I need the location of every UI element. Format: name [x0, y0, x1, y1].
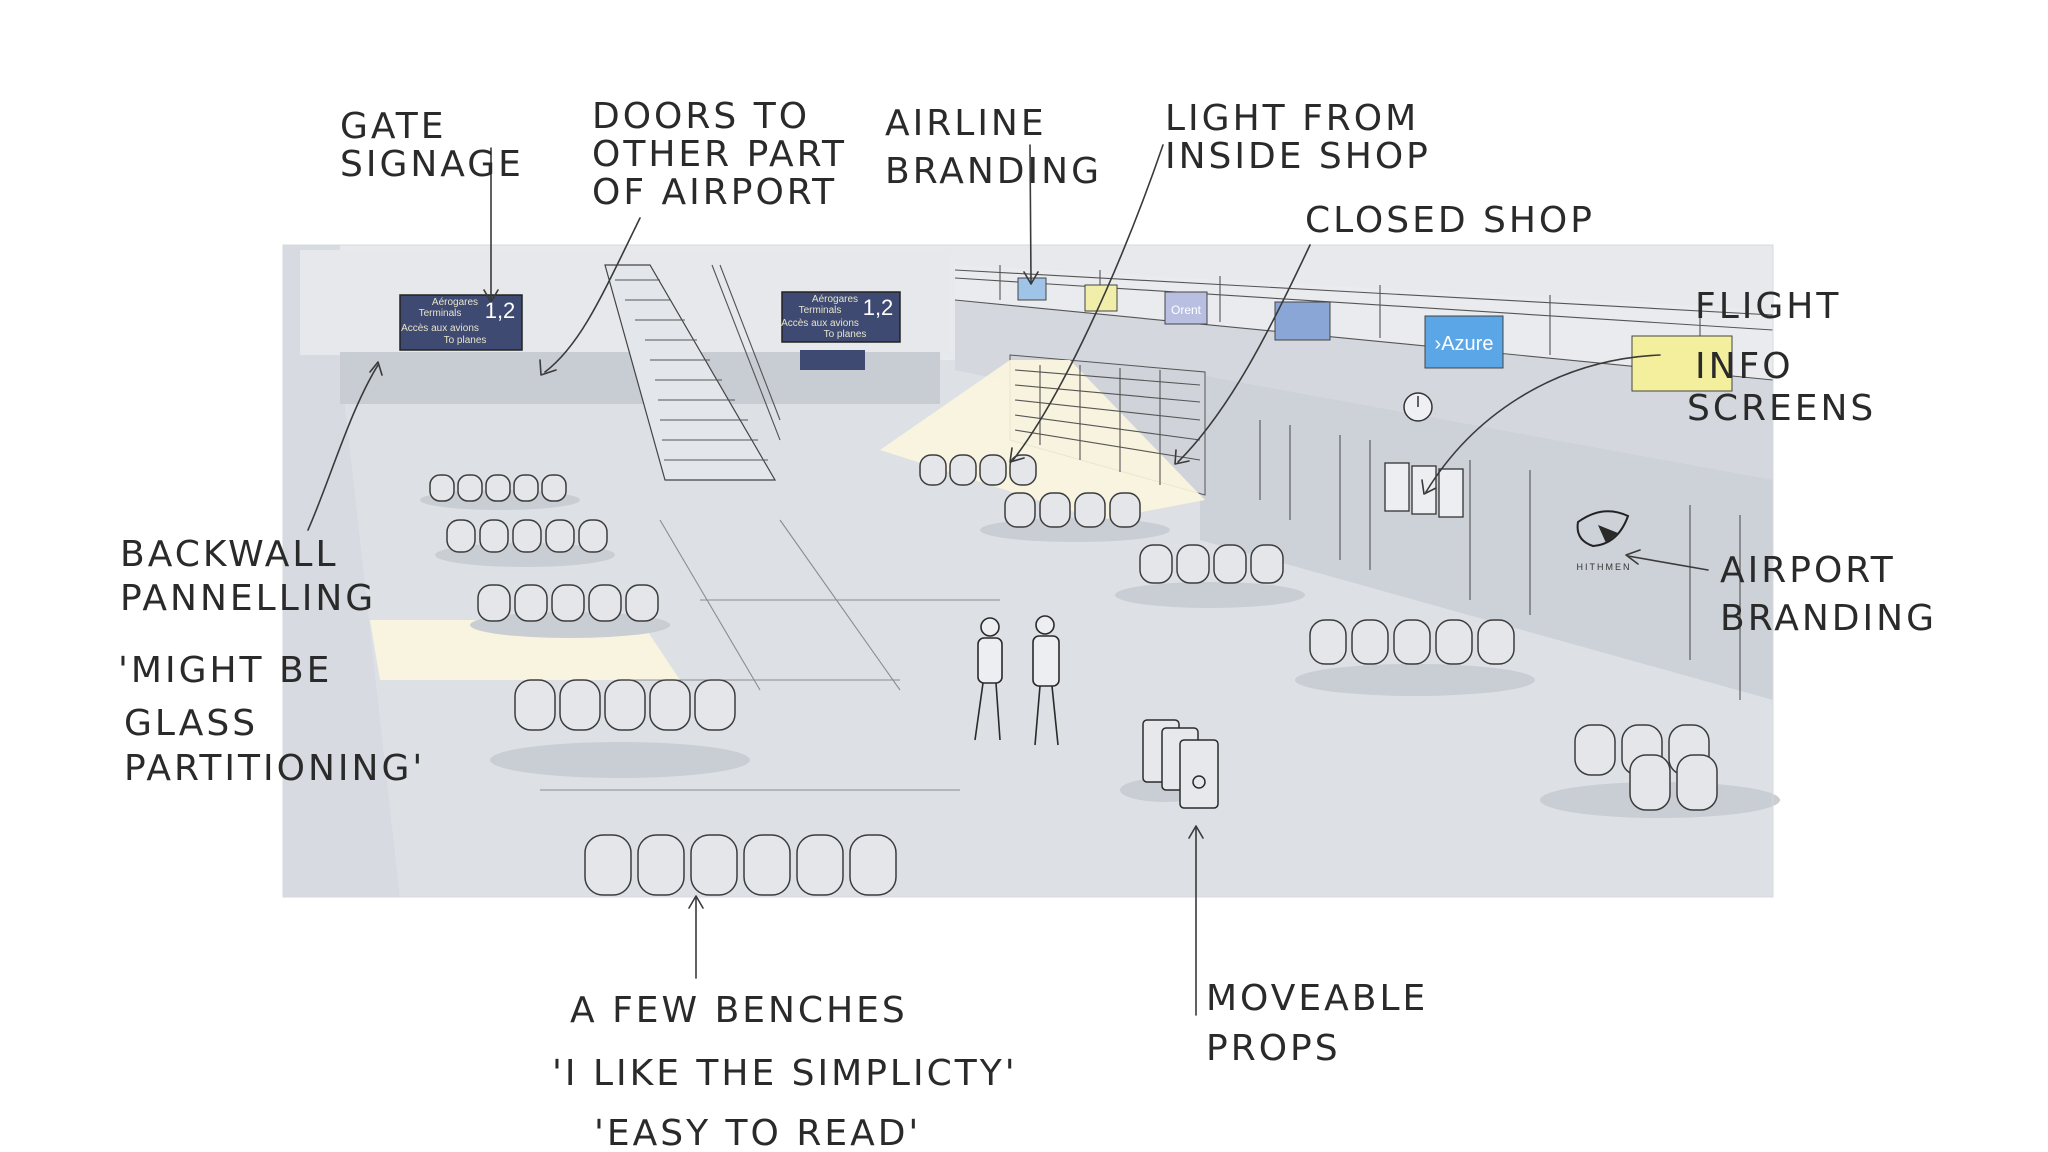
label-airport: AIRPORT	[1720, 550, 1896, 591]
bench-center-1	[919, 454, 1037, 486]
label-glass: GLASS	[124, 703, 258, 744]
sign-text-aerogares: Aérogares	[812, 294, 858, 305]
bench-row-1	[420, 474, 580, 510]
gate-sign-1: Aérogares Terminals 1,2 Accès aux avions…	[399, 294, 523, 351]
sign-text-terminals: Terminals	[799, 305, 842, 316]
label-props: PROPS	[1206, 1028, 1341, 1069]
airline-logo-2	[1084, 284, 1118, 312]
label-might-be: 'MIGHT BE	[118, 650, 332, 691]
arrow-closed-shop	[1177, 244, 1311, 463]
label-simplicity: 'I LIKE THE SIMPLICTY'	[552, 1053, 1018, 1094]
label-signage: SIGNAGE	[340, 144, 524, 185]
bench-right-1	[1115, 544, 1305, 608]
azure-logo-text: ›Azure	[1435, 333, 1494, 355]
sign-text-to-planes: To planes	[444, 335, 487, 346]
sign-text-aerogares: Aérogares	[432, 297, 478, 308]
small-departure-board	[800, 350, 865, 370]
bench-right-corner	[1540, 724, 1780, 818]
label-doors-3: OF AIRPORT	[592, 172, 837, 213]
mezzanine	[955, 265, 1773, 380]
orent-logo-text: Orent	[1171, 303, 1202, 317]
backwall-panelling	[283, 245, 400, 897]
sign-text-numbers: 1,2	[863, 295, 894, 320]
shop-light-spill	[880, 360, 1205, 520]
gate-sign-2: Aérogares Terminals 1,2 Accès aux avions…	[781, 291, 901, 343]
label-pannelling: PANNELLING	[120, 578, 376, 619]
label-airport-branding: BRANDING	[1720, 598, 1937, 639]
label-light-2: INSIDE SHOP	[1165, 136, 1431, 177]
yellow-screen	[1631, 335, 1733, 392]
floor-grid	[540, 519, 1000, 791]
label-closed-shop: CLOSED SHOP	[1305, 200, 1595, 241]
label-airline: AIRLINE	[885, 103, 1047, 144]
label-backwall: BACKWALL	[120, 534, 339, 575]
shutter-lines	[1014, 365, 1201, 485]
airport-logo: HITHMEN	[1577, 510, 1632, 572]
staircase-right-rail	[711, 264, 781, 441]
annotation-arrows	[307, 144, 1709, 1016]
sign-text-acces: Accès aux avions	[401, 323, 479, 334]
label-info: INFO	[1695, 346, 1794, 387]
arrow-airport-branding	[1627, 555, 1709, 571]
airline-logo-1	[1017, 277, 1047, 301]
sign-text-numbers: 1,2	[485, 298, 516, 323]
label-doors-1: DOORS TO	[592, 96, 810, 137]
label-gate: GATE	[340, 106, 446, 147]
bench-row-3	[470, 584, 670, 638]
label-flight: FLIGHT	[1695, 286, 1841, 327]
terminal-scene: Aérogares Terminals 1,2 Accès aux avions…	[282, 244, 1780, 898]
annotations: GATE SIGNAGE DOORS TO OTHER PART OF AIRP…	[118, 96, 1937, 1152]
bench-row-2	[435, 519, 615, 567]
arrow-airline-branding	[1029, 144, 1032, 283]
label-benches: A FEW BENCHES	[570, 990, 908, 1031]
airline-logo-4	[1274, 301, 1331, 341]
passengers	[974, 615, 1060, 746]
arrow-doors	[544, 217, 641, 373]
label-light-1: LIGHT FROM	[1165, 98, 1419, 139]
bench-row-front	[584, 834, 897, 896]
staircase-left	[604, 264, 777, 481]
moveable-props-bins	[1120, 719, 1219, 809]
airline-logo-orent	[1164, 291, 1208, 325]
label-screens: SCREENS	[1687, 388, 1876, 429]
airport-logo-text: HITHMEN	[1577, 562, 1632, 572]
sign-text-to-planes: To planes	[824, 329, 867, 340]
bench-row-4	[490, 679, 750, 778]
sign-text-terminals: Terminals	[419, 308, 462, 319]
arrow-light-shop	[1012, 144, 1164, 461]
label-partitioning: PARTITIONING'	[124, 748, 425, 789]
label-airline-branding: BRANDING	[885, 151, 1102, 192]
arrow-backwall	[307, 364, 379, 531]
scene-frame	[282, 244, 1774, 898]
bench-center-2	[980, 492, 1170, 542]
right-wall-panels	[1200, 375, 1773, 700]
arrow-flight-info	[1425, 354, 1661, 493]
label-easy-to-read: 'EASY TO READ'	[594, 1113, 921, 1152]
label-doors-2: OTHER PART	[592, 134, 847, 175]
airline-logo-azure	[1424, 315, 1504, 369]
bench-right-2	[1295, 619, 1535, 696]
label-moveable: MOVEABLE	[1206, 978, 1428, 1019]
sign-text-acces: Accès aux avions	[781, 318, 859, 329]
